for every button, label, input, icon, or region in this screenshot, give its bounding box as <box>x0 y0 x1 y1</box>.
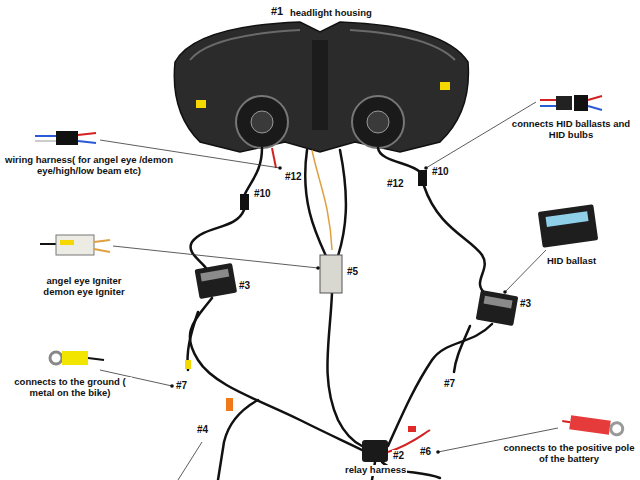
wire <box>562 421 570 422</box>
leader-dot <box>316 266 320 270</box>
housing-shell <box>174 22 468 152</box>
callout-number: #3 <box>519 298 532 310</box>
wire <box>588 96 602 100</box>
ballast-body <box>538 204 598 247</box>
ballast-body <box>476 290 519 326</box>
red-sleeve <box>569 415 611 434</box>
wire <box>40 243 56 245</box>
callout-number: #12 <box>284 171 303 183</box>
yellow-sticker <box>196 100 206 108</box>
leader-line <box>113 246 318 268</box>
left-lens <box>236 96 288 148</box>
connector-body <box>56 131 78 145</box>
wire <box>35 140 56 142</box>
yellow-sticker <box>440 82 450 90</box>
wire <box>35 135 56 137</box>
relay-box <box>362 440 388 462</box>
ballast-label <box>200 269 229 282</box>
leader-dot <box>424 166 428 170</box>
leader-dot <box>503 290 507 294</box>
wire <box>540 99 556 101</box>
right-lens-core <box>367 111 389 133</box>
igniter-icon <box>40 235 110 255</box>
orange-wire <box>312 150 332 250</box>
hid-ballast-icon <box>538 204 598 247</box>
callout-number: #3 <box>238 280 251 292</box>
part-label: connects to the positive pole of the bat… <box>502 443 636 465</box>
wire <box>78 141 96 143</box>
callout-number: #2 <box>392 450 405 462</box>
right-lens <box>352 96 404 148</box>
fuse-tag <box>226 398 233 411</box>
hid-ballast <box>195 263 238 299</box>
wire <box>327 293 362 446</box>
wire <box>378 148 420 172</box>
connector-body <box>556 96 572 110</box>
part-label: connects to the ground ( metal on the bi… <box>8 377 132 399</box>
bulb-connector <box>418 170 427 186</box>
callout-number: #10 <box>431 166 450 178</box>
part-label: connects HID ballasts and HID bulbs <box>508 119 634 141</box>
yellow-sleeve <box>62 351 88 365</box>
leader-line <box>505 250 546 292</box>
red-wire <box>272 148 276 168</box>
wire <box>88 358 104 360</box>
leader-line <box>178 442 202 480</box>
part-label: HID ballast <box>546 256 597 267</box>
callout-number: #6 <box>419 446 432 458</box>
igniter-stripe <box>60 240 74 245</box>
callout-number: #7 <box>443 378 456 390</box>
hid-ballast <box>476 290 519 326</box>
wire <box>338 150 346 256</box>
yellow-tag <box>185 360 191 369</box>
leader-dots <box>170 166 507 454</box>
ballast-label <box>484 296 513 309</box>
part-label: relay harness <box>344 465 407 476</box>
leader-dot <box>436 450 440 454</box>
ring-terminal <box>50 352 62 364</box>
wire <box>588 106 602 110</box>
battery-terminal-icon <box>561 414 623 436</box>
wire <box>218 400 258 480</box>
part-label: angel eye Igniter demon eye Igniter <box>34 276 134 298</box>
wire <box>78 133 96 135</box>
callout-number: #7 <box>175 380 188 392</box>
wire <box>454 326 470 372</box>
leader-dot <box>278 166 282 170</box>
ballast-label <box>546 211 589 227</box>
housing-divider <box>312 40 328 130</box>
wire <box>190 298 362 450</box>
callout-number: #12 <box>386 178 405 190</box>
igniter-box <box>320 255 342 293</box>
wires <box>187 148 492 480</box>
wire <box>94 240 110 242</box>
callout-number: #4 <box>196 424 209 436</box>
hid-connector-icon <box>540 95 602 111</box>
callout-number: #5 <box>346 266 359 278</box>
callout-number: #1 <box>270 5 284 18</box>
wire <box>540 105 556 107</box>
ground-terminal-icon <box>50 351 104 365</box>
ballast-body <box>195 263 238 299</box>
harness-connector-icon <box>35 131 96 145</box>
wire <box>388 324 492 446</box>
ring-terminal <box>610 422 624 436</box>
part-label: wiring harness( for angel eye /demon eye… <box>4 155 174 177</box>
left-lens-core <box>251 111 273 133</box>
headlight-housing <box>174 22 468 152</box>
bulb-connector <box>240 194 249 210</box>
leader-dot <box>170 384 174 388</box>
igniter-body <box>56 235 94 255</box>
wire <box>94 249 110 252</box>
red-tag <box>408 426 416 432</box>
wire <box>424 186 486 294</box>
callout-number: #10 <box>253 188 272 200</box>
connector-body <box>574 95 588 111</box>
part-label: headlight housing <box>289 8 373 19</box>
